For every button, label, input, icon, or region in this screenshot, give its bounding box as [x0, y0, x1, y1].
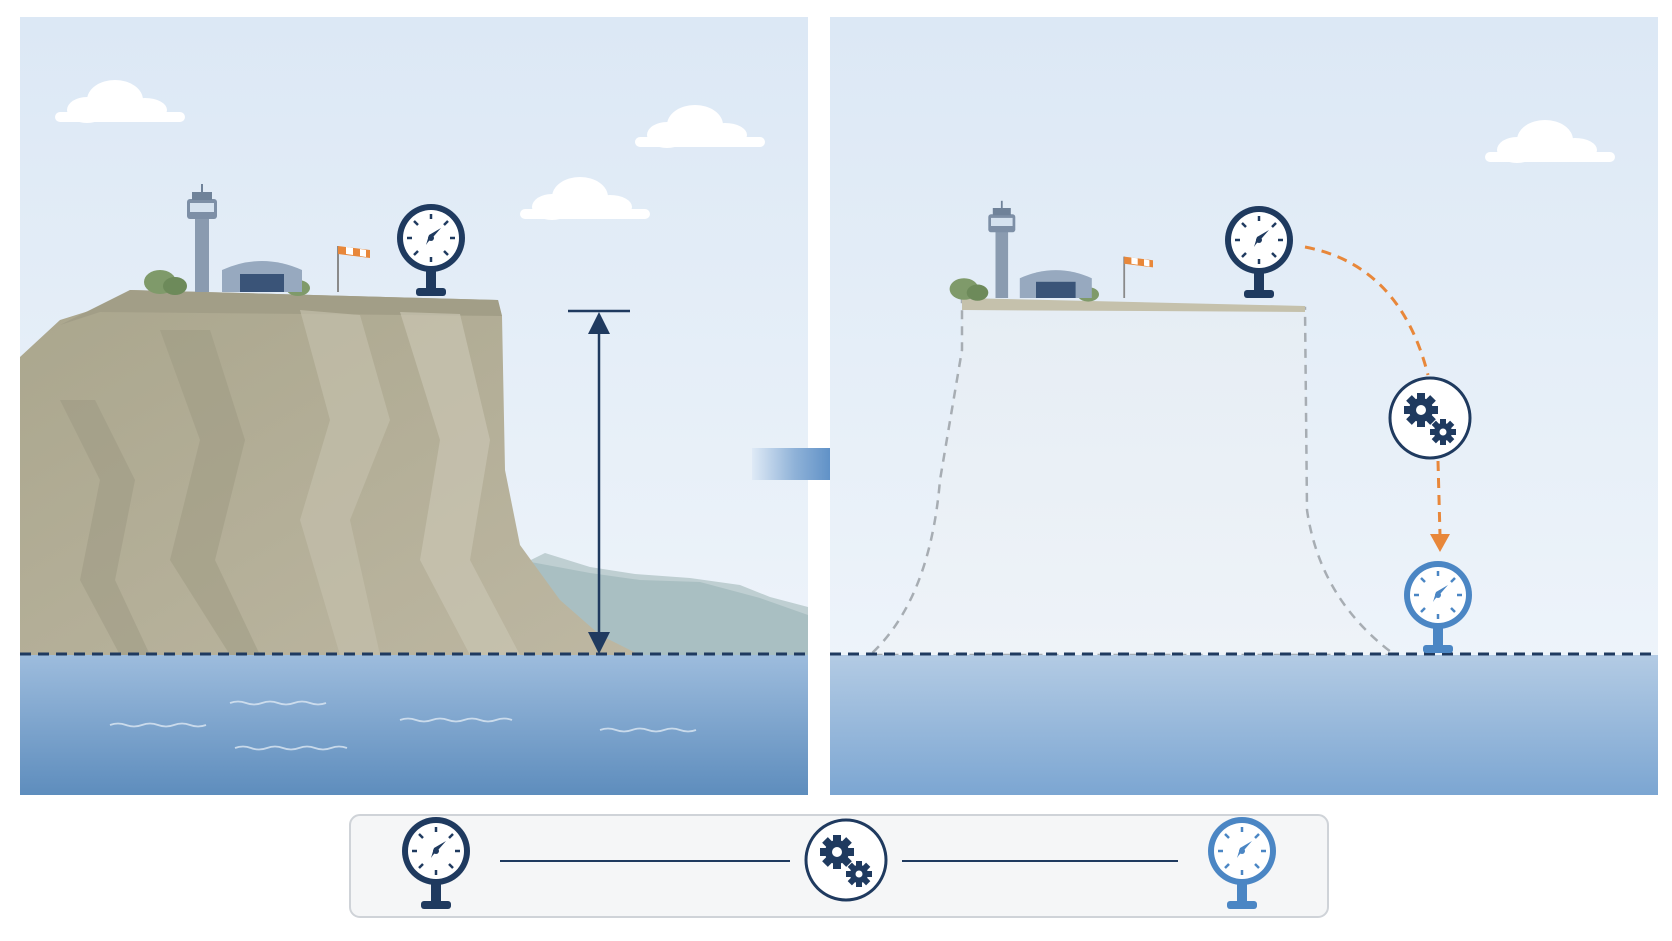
water-ripples	[109, 700, 697, 751]
height-arrow	[568, 309, 630, 654]
right-panel	[830, 17, 1658, 795]
adjustment-flow-arrow	[1304, 245, 1430, 376]
legend-strip	[349, 814, 1329, 918]
gears-icon	[1390, 378, 1470, 458]
ghost-cliff	[866, 298, 1399, 657]
gears-icon	[806, 820, 886, 900]
left-panel	[20, 17, 808, 795]
sea	[830, 655, 1658, 795]
sea	[20, 655, 808, 795]
